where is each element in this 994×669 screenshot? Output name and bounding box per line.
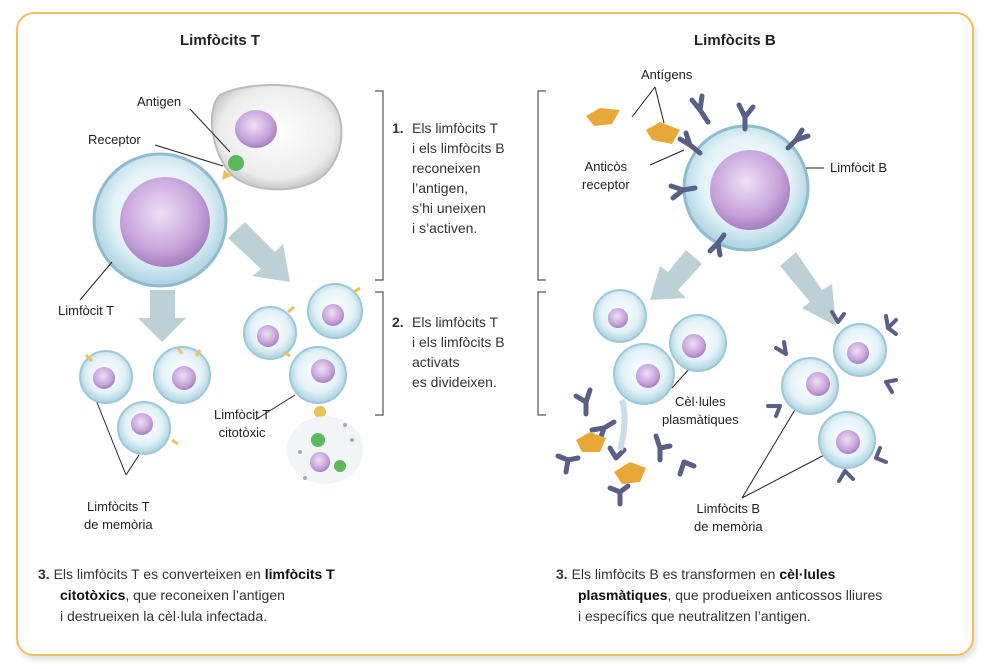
caption-t-text-c: , que reconeixen l’antigen [125, 587, 285, 603]
antibody-label-line2: receptor [582, 177, 630, 192]
t-column-title: Limfòcits T [180, 32, 261, 49]
antibody-label-line1: Anticòs [584, 159, 628, 174]
memory-t-label: Limfòcits T de memòria [84, 498, 153, 534]
caption-b-text-c: , que produeixen anticossos lliures [667, 587, 883, 603]
step-2: 2. Els limfòcits T i els limfòcits B act… [392, 312, 505, 392]
plasma-label-line1: Cèl·lules [675, 394, 726, 409]
memory-b-label-line2: de memòria [694, 519, 763, 534]
step-1-line: l’antigen, [412, 180, 469, 196]
antigens-label: Antígens [641, 67, 693, 82]
caption-b-text-a: Els limfòcits B es transformen en [571, 566, 780, 582]
t-cell-main [92, 152, 228, 288]
destroyed-cell [287, 416, 363, 484]
caption-t-bold-1: limfòcits T [264, 566, 335, 582]
step-1-line: s’hi uneixen [412, 200, 486, 216]
memory-t-label-line1: Limfòcits T [87, 499, 150, 514]
t-arrow-left [138, 290, 186, 342]
step-1: 1. Els limfòcits T i els limfòcits B rec… [392, 118, 505, 238]
b-column-title: Limfòcits B [694, 32, 776, 49]
b-arrow-right [780, 252, 836, 326]
caption-t-text-a: Els limfòcits T es converteixen en [53, 566, 265, 582]
plasma-cells-label: Cèl·lules plasmàtiques [662, 393, 739, 429]
b-cell-main [682, 124, 810, 252]
step-1-line: i s’activen. [412, 220, 478, 236]
b-leader-lines [631, 86, 831, 499]
antigen-marker [228, 155, 244, 171]
free-antigens [586, 108, 680, 144]
cytotoxic-t-label-line1: Limfòcit T [214, 407, 271, 422]
t-leader-lines [79, 108, 296, 476]
memory-b-label-line1: Limfòcits B [696, 501, 761, 516]
cytotoxic-t-cells [243, 283, 363, 418]
free-antigens-bottom [576, 432, 646, 484]
infected-cell [210, 83, 343, 191]
step-brackets [375, 90, 546, 416]
caption-t-text-d: i destrueixen la cèl·lula infectada. [60, 608, 268, 624]
caption-t: 3. Els limfòcits T es converteixen en li… [38, 564, 335, 627]
step-1-line: Els limfòcits T [412, 120, 499, 136]
antibody-receptor-label: Anticòs receptor [582, 158, 630, 194]
free-antibodies [555, 387, 697, 507]
receptor-label: Receptor [88, 132, 141, 147]
plasma-cells [593, 289, 727, 405]
memory-b-cells [781, 323, 887, 469]
t-cell-label: Limfòcit T [58, 303, 115, 318]
step-2-line: i els limfòcits B [412, 334, 505, 350]
step-2-number: 2. [392, 314, 404, 330]
memory-b-label: Limfòcits B de memòria [694, 500, 763, 536]
caption-t-bold-2: citotòxics [60, 587, 126, 603]
cytotoxic-t-label-line2: citotòxic [218, 425, 266, 440]
caption-b-text-d: i específics que neutralitzen l’antigen. [578, 608, 811, 624]
plasma-label-line2: plasmàtiques [662, 412, 739, 427]
antigen-label: Antigen [137, 94, 182, 109]
caption-t-number: 3. [38, 566, 50, 582]
caption-b: 3. Els limfòcits B es transformen en cèl… [556, 564, 882, 627]
step-1-line: i els limfòcits B [412, 140, 505, 156]
caption-b-bold-1: cèl·lules [779, 566, 836, 582]
b-cell-antibodies [668, 93, 811, 258]
cytotoxic-t-label: Limfòcit T citotòxic [214, 406, 270, 442]
b-arrow-left [650, 250, 702, 300]
caption-b-number: 3. [556, 566, 568, 582]
memory-b-antibodies [766, 310, 898, 483]
antibody-stream [617, 399, 628, 451]
step-1-number: 1. [392, 120, 404, 136]
receptor-marker [222, 170, 232, 180]
memory-t-cells [79, 346, 211, 455]
caption-b-bold-2: plasmàtiques [578, 587, 668, 603]
b-cell-label: Limfòcit B [830, 160, 888, 175]
t-arrow-right [228, 222, 290, 282]
step-2-line: activats [412, 354, 460, 370]
step-2-line: es divideixen. [412, 374, 497, 390]
memory-t-label-line2: de memòria [84, 517, 153, 532]
step-2-line: Els limfòcits T [412, 314, 499, 330]
step-1-line: reconeixen [412, 160, 481, 176]
diagram-frame [16, 12, 974, 656]
